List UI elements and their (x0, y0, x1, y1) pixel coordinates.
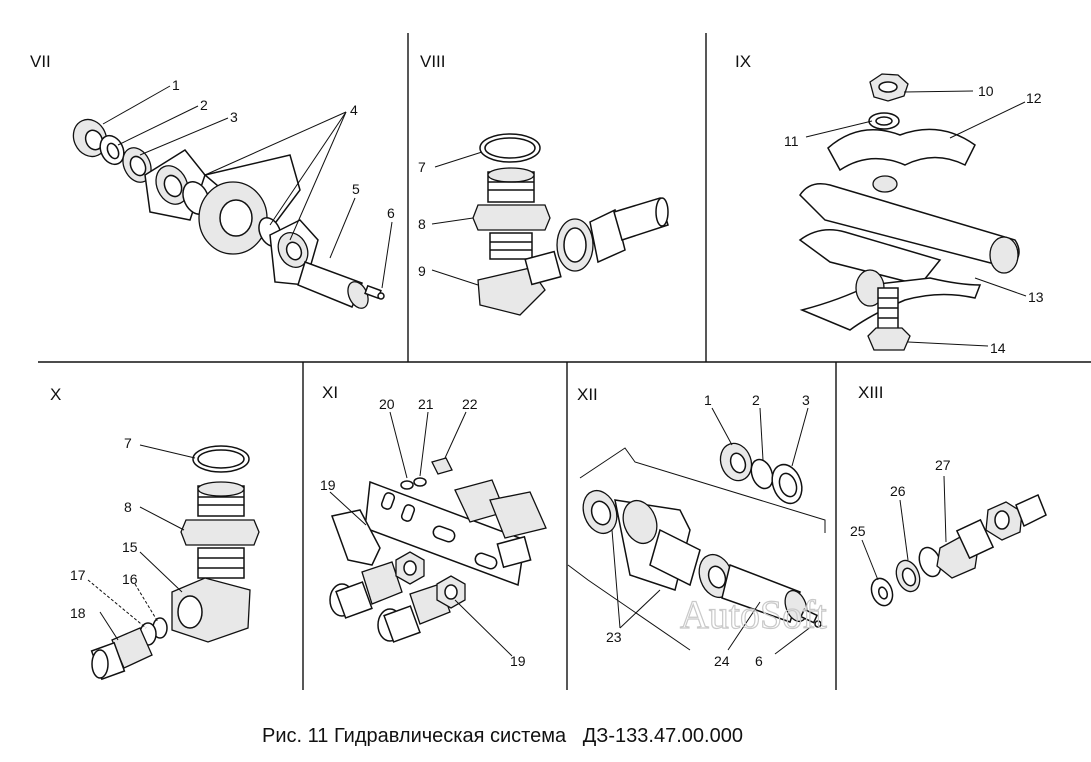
panel-label-xii: XII (577, 385, 598, 404)
callout-xii-6: 6 (755, 653, 763, 669)
callout-xi-19-top: 19 (320, 477, 336, 493)
callout-xiii-25: 25 (850, 523, 866, 539)
callout-ix-12: 12 (1026, 90, 1042, 106)
panel-label-vii: VII (30, 52, 51, 71)
callout-x-17: 17 (70, 567, 86, 583)
panel-xii-drawing (567, 407, 826, 655)
callout-x-16: 16 (122, 571, 138, 587)
callout-xii-1: 1 (704, 392, 712, 408)
panel-dividers (38, 33, 1091, 690)
callout-viii-7: 7 (418, 159, 426, 175)
panel-vii-drawing (72, 85, 393, 309)
callout-vii-2: 2 (200, 97, 208, 113)
callout-ix-14: 14 (990, 340, 1006, 356)
callout-xiii-26: 26 (890, 483, 906, 499)
panel-label-xiii: XIII (858, 383, 884, 402)
panel-label-viii: VIII (420, 52, 446, 71)
panel-x-drawing (87, 444, 260, 681)
panel-label-xi: XI (322, 383, 338, 402)
figure-caption: Рис. 11 Гидравлическая система ДЗ-133.47… (262, 725, 743, 747)
panel-ix-drawing (798, 73, 1027, 351)
watermark: AutoSoft (680, 592, 827, 637)
panel-label-ix: IX (735, 52, 751, 71)
panel-label-x: X (50, 385, 61, 404)
callout-xii-24: 24 (714, 653, 730, 669)
callout-vii-4: 4 (350, 102, 358, 118)
panel-viii-drawing (431, 133, 669, 316)
callout-xi-20: 20 (379, 396, 395, 412)
callout-viii-9: 9 (418, 263, 426, 279)
callout-vii-6: 6 (387, 205, 395, 221)
callout-xiii-27: 27 (935, 457, 951, 473)
callout-ix-13: 13 (1028, 289, 1044, 305)
panel-xiii-drawing (861, 475, 1047, 607)
callout-vii-3: 3 (230, 109, 238, 125)
callout-vii-1: 1 (172, 77, 180, 93)
callout-xii-2: 2 (752, 392, 760, 408)
callout-x-7: 7 (124, 435, 132, 451)
callout-xi-21: 21 (418, 396, 434, 412)
callout-xi-19-bottom: 19 (510, 653, 526, 669)
callout-xi-22: 22 (462, 396, 478, 412)
callout-x-15: 15 (122, 539, 138, 555)
callout-ix-10: 10 (978, 83, 994, 99)
callout-viii-8: 8 (418, 216, 426, 232)
callout-x-18: 18 (70, 605, 86, 621)
callout-x-8: 8 (124, 499, 132, 515)
callout-xii-3: 3 (802, 392, 810, 408)
callout-vii-5: 5 (352, 181, 360, 197)
callout-ix-11: 11 (784, 133, 799, 149)
callout-xii-23: 23 (606, 629, 622, 645)
panel-xi-drawing (329, 411, 547, 657)
